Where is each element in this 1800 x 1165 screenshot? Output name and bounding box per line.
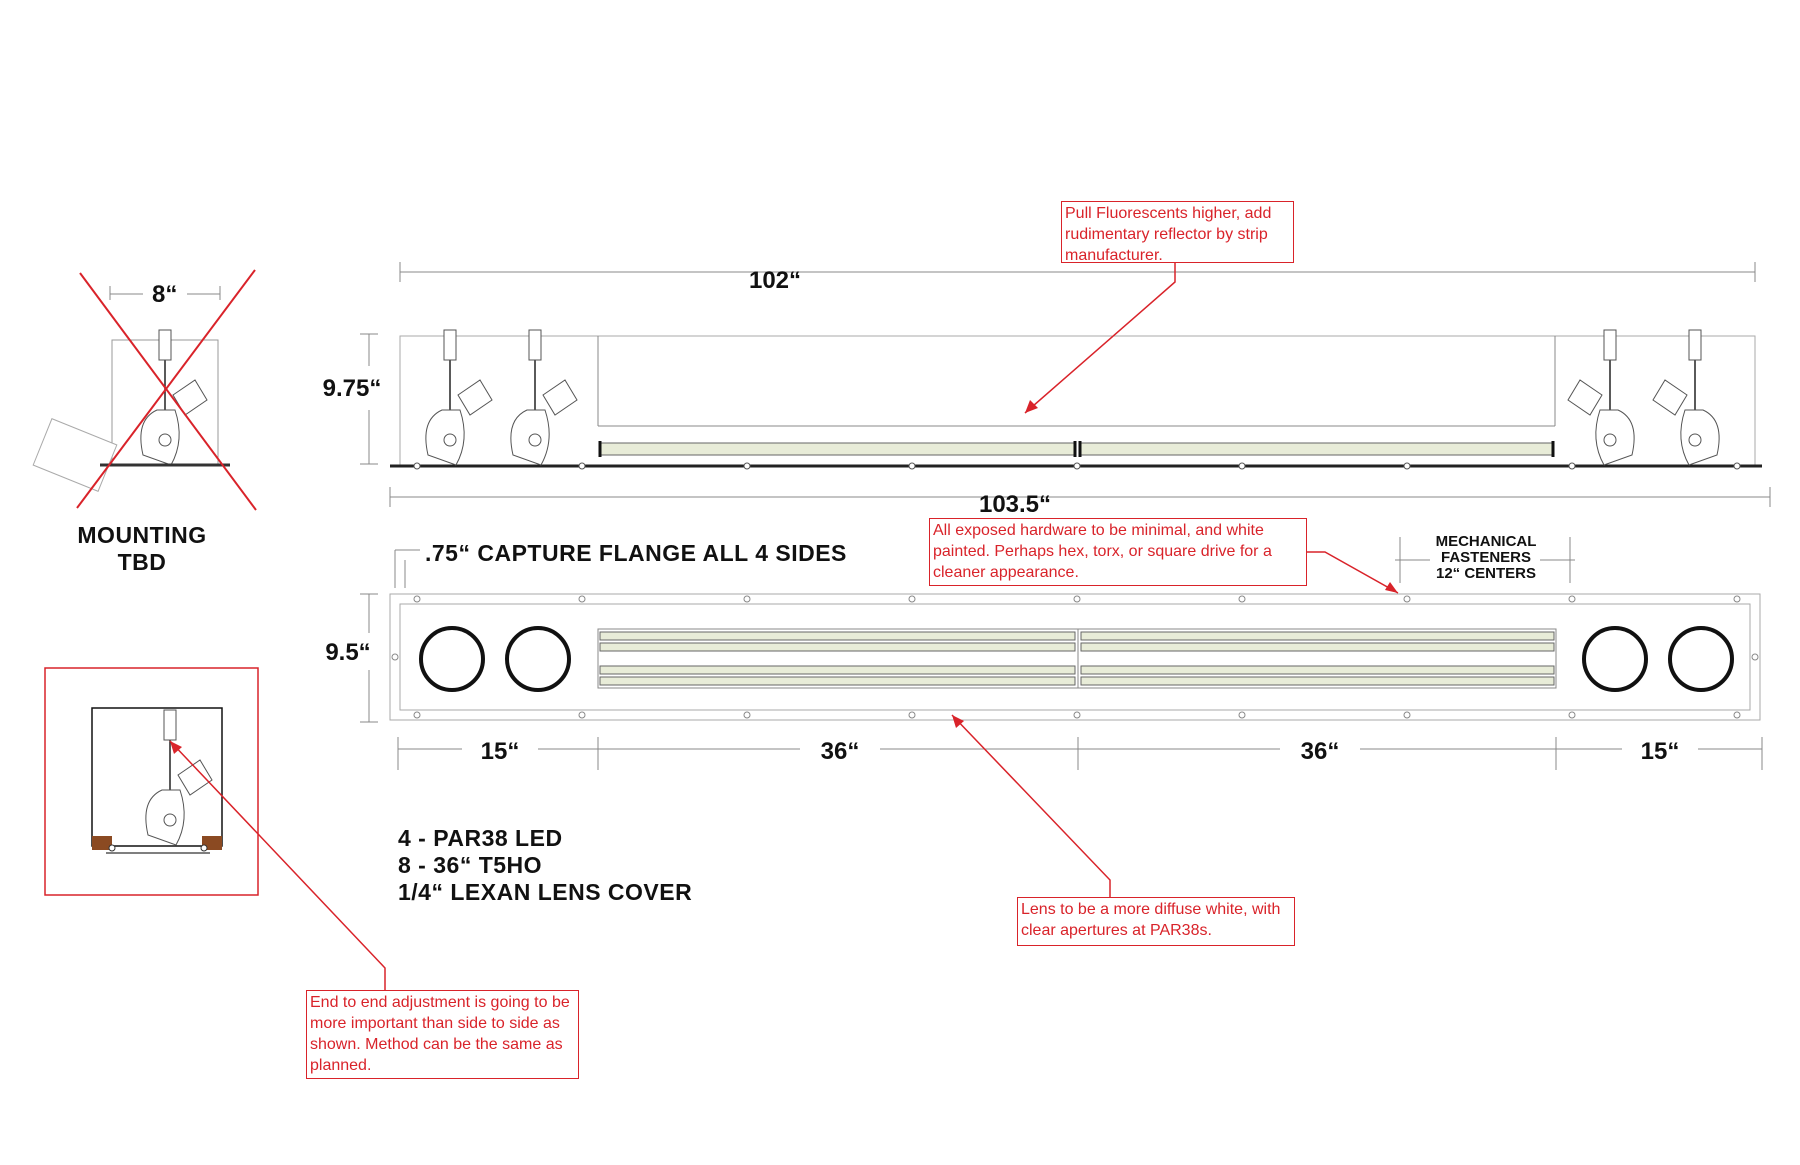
- side-section-crossed: 8“ MOUNTING TBD: [32, 269, 257, 575]
- note-fluorescents: Pull Fluorescents higher, add rudimentar…: [1061, 201, 1294, 263]
- mechanical-label-2: FASTENERS: [1441, 549, 1531, 566]
- plan-height-dim: 9.5“: [325, 639, 370, 666]
- overall-length-dim: 103.5“: [979, 491, 1051, 518]
- plan-outer-frame: [389, 593, 1761, 721]
- t5-tubes-plan: [599, 631, 1555, 686]
- spec-line-2: 8 - 36“ T5HO: [398, 852, 542, 878]
- seg2-dim: 36“: [821, 738, 860, 765]
- spotlight-revised: [145, 709, 213, 846]
- seg3-dim: 36“: [1301, 738, 1340, 765]
- mechanical-label-1: MECHANICAL: [1436, 533, 1537, 550]
- par38-aperture-1: [419, 626, 485, 692]
- mounting-label-1: MOUNTING: [77, 522, 206, 548]
- spotlight-elev-1: [425, 329, 493, 466]
- markup-arrowheads: [170, 400, 1398, 754]
- side-width-dim: 8“: [152, 281, 177, 308]
- capture-flange-label: .75“ CAPTURE FLANGE ALL 4 SIDES: [425, 540, 847, 566]
- spotlight-elev-4: [1652, 329, 1720, 466]
- note-adjustment: End to end adjustment is going to be mor…: [306, 990, 579, 1079]
- cross-line-1: [79, 272, 257, 511]
- par38-aperture-2: [505, 626, 571, 692]
- top-length-dim: 102“: [749, 267, 801, 294]
- par38-aperture-4: [1668, 626, 1734, 692]
- mounting-label-2: TBD: [118, 549, 167, 575]
- spotlight-side: [140, 329, 208, 466]
- seg1-dim: 15“: [481, 738, 520, 765]
- elevation-view: 102“ 9.75“ 103.5“: [323, 262, 1771, 518]
- spotlight-elev-2: [510, 329, 578, 466]
- wood-block-left: [92, 836, 112, 850]
- cross-line-2: [76, 269, 256, 509]
- note-lens: Lens to be a more diffuse white, with cl…: [1017, 897, 1295, 946]
- t5-tube-right: [1079, 442, 1554, 456]
- spec-list: 4 - PAR38 LED 8 - 36“ T5HO 1/4“ LEXAN LE…: [398, 825, 692, 905]
- spotlight-elev-3: [1567, 329, 1635, 466]
- top-height-dim: 9.75“: [323, 375, 382, 402]
- t5-tube-left: [599, 442, 1076, 456]
- seg4-dim: 15“: [1641, 738, 1680, 765]
- markup-leaders: [169, 262, 1399, 995]
- par38-aperture-3: [1582, 626, 1648, 692]
- mechanical-label-3: 12“ CENTERS: [1436, 565, 1536, 582]
- revised-side-section: [44, 667, 259, 896]
- spec-line-1: 4 - PAR38 LED: [398, 825, 563, 851]
- plan-view: .75“ CAPTURE FLANGE ALL 4 SIDES MECHANIC…: [325, 533, 1763, 770]
- spec-line-3: 1/4“ LEXAN LENS COVER: [398, 879, 692, 905]
- note-hardware: All exposed hardware to be minimal, and …: [929, 518, 1307, 586]
